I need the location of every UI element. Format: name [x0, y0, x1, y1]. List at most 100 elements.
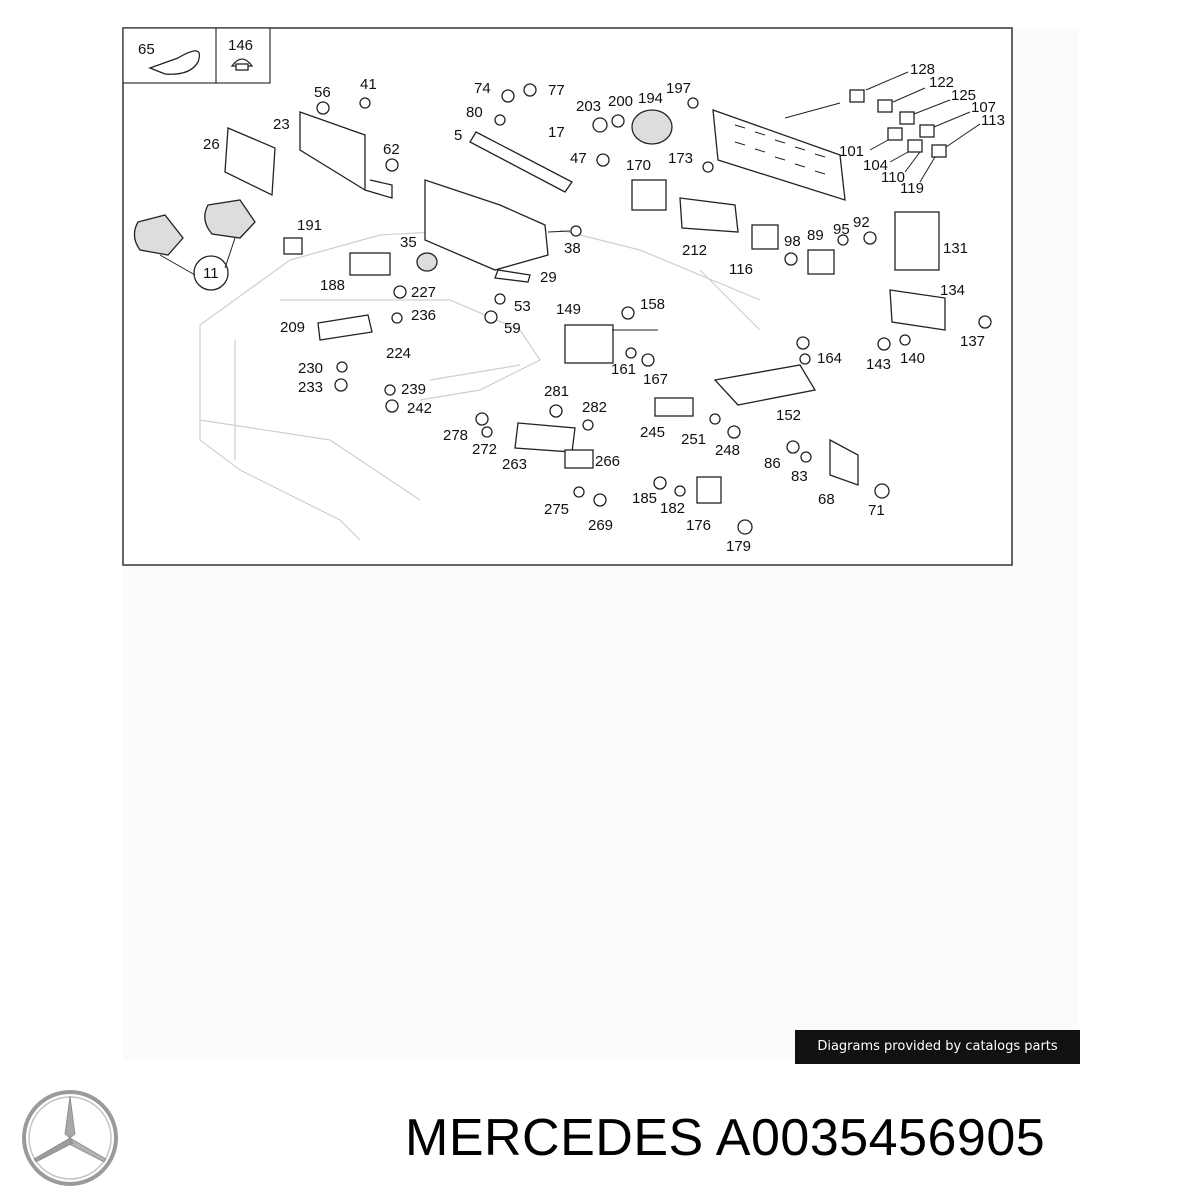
callout: 233: [298, 379, 323, 396]
callout: 164: [817, 350, 842, 367]
callout: 101: [839, 143, 864, 160]
part-cap-194: [631, 109, 673, 145]
part-relay-116: [751, 224, 779, 250]
callout: 179: [726, 538, 751, 555]
callout: 191: [297, 217, 322, 234]
callout: 89: [807, 227, 824, 244]
callout: 263: [502, 456, 527, 473]
part-switch-176: [696, 476, 722, 504]
callout: 152: [776, 407, 801, 424]
callout: 200: [608, 93, 633, 110]
callout: 227: [411, 284, 436, 301]
leader-lines: [547, 71, 981, 331]
callout: 92: [853, 214, 870, 231]
callout: 269: [588, 517, 613, 534]
callout: 104: [863, 157, 888, 174]
callout: 116: [729, 261, 753, 278]
part-module-131: [894, 211, 940, 271]
callout: 86: [764, 455, 781, 472]
part-relay-small: [283, 237, 303, 255]
part-caption: MERCEDES A0035456905: [405, 1108, 1045, 1168]
callout: 23: [273, 116, 290, 133]
part-relay-170: [631, 179, 667, 211]
callout: 182: [660, 500, 685, 517]
callout: 251: [681, 431, 706, 448]
part-module-152: [713, 364, 817, 406]
callout: 272: [472, 441, 497, 458]
callout: 113: [981, 112, 1005, 129]
callout: 53: [514, 298, 531, 315]
part-relays-cluster: [849, 89, 947, 158]
callout: 29: [540, 269, 557, 286]
callout: 188: [320, 277, 345, 294]
part-relay-89: [807, 249, 835, 275]
callout: 98: [784, 233, 801, 250]
callout: 68: [818, 491, 835, 508]
callout: 35: [400, 234, 417, 251]
callout: 62: [383, 141, 400, 158]
part-relay-245: [654, 397, 694, 417]
callout: 47: [570, 150, 587, 167]
part-clip: [230, 58, 254, 71]
callout: 17: [548, 124, 565, 141]
callout: 194: [638, 90, 663, 107]
callout: 125: [951, 87, 976, 104]
callout: 245: [640, 424, 665, 441]
callout: 5: [454, 127, 462, 144]
callout: 230: [298, 360, 323, 377]
callout: 137: [960, 333, 985, 350]
callout: 80: [466, 104, 483, 121]
callout: 143: [866, 356, 891, 373]
callout: 275: [544, 501, 569, 518]
diagram-frame: [122, 27, 1013, 566]
part-grommet-35: [416, 252, 438, 272]
callout: 248: [715, 442, 740, 459]
callout: 122: [929, 74, 954, 91]
callout: 203: [576, 98, 601, 115]
callout: 134: [940, 282, 965, 299]
callout: 41: [360, 76, 377, 93]
callout: 119: [900, 180, 924, 197]
callout: 56: [314, 84, 331, 101]
callout: 149: [556, 301, 581, 318]
callout: 65: [138, 41, 155, 58]
callout: 197: [666, 80, 691, 97]
callout: 71: [868, 502, 885, 519]
part-bracket: [299, 111, 393, 199]
callout: 26: [203, 136, 220, 153]
brand-name: MERCEDES: [405, 1109, 704, 1167]
part-module-263: [514, 422, 594, 469]
callout: 158: [640, 296, 665, 313]
callout: 83: [791, 468, 808, 485]
part-plate: [224, 127, 276, 197]
callout: 209: [280, 319, 305, 336]
callout: 131: [943, 240, 968, 257]
callout: 74: [474, 80, 491, 97]
callout: 185: [632, 490, 657, 507]
mercedes-star-icon: [22, 1090, 118, 1186]
callout: 146: [228, 37, 253, 54]
part-holder-134: [889, 289, 946, 331]
callout: 140: [900, 350, 925, 367]
callout: 38: [564, 240, 581, 257]
callout: 212: [682, 242, 707, 259]
callout: 128: [910, 61, 935, 78]
part-number: A0035456905: [715, 1109, 1046, 1167]
part-module-188: [349, 252, 391, 276]
callout: 161: [611, 361, 636, 378]
callout: 282: [582, 399, 607, 416]
part-module-209: [317, 314, 373, 341]
part-cable-tie: [148, 50, 201, 75]
callout: 59: [504, 320, 521, 337]
part-mounts: [133, 199, 256, 291]
callout: 278: [443, 427, 468, 444]
part-connector-68: [829, 438, 859, 486]
credit-badge: Diagrams provided by catalogs parts: [795, 1030, 1080, 1064]
part-cover: [424, 131, 573, 283]
callout: 176: [686, 517, 711, 534]
callout: 173: [668, 150, 693, 167]
callout: 95: [833, 221, 850, 238]
callout: 266: [595, 453, 620, 470]
callout: 167: [643, 371, 668, 388]
